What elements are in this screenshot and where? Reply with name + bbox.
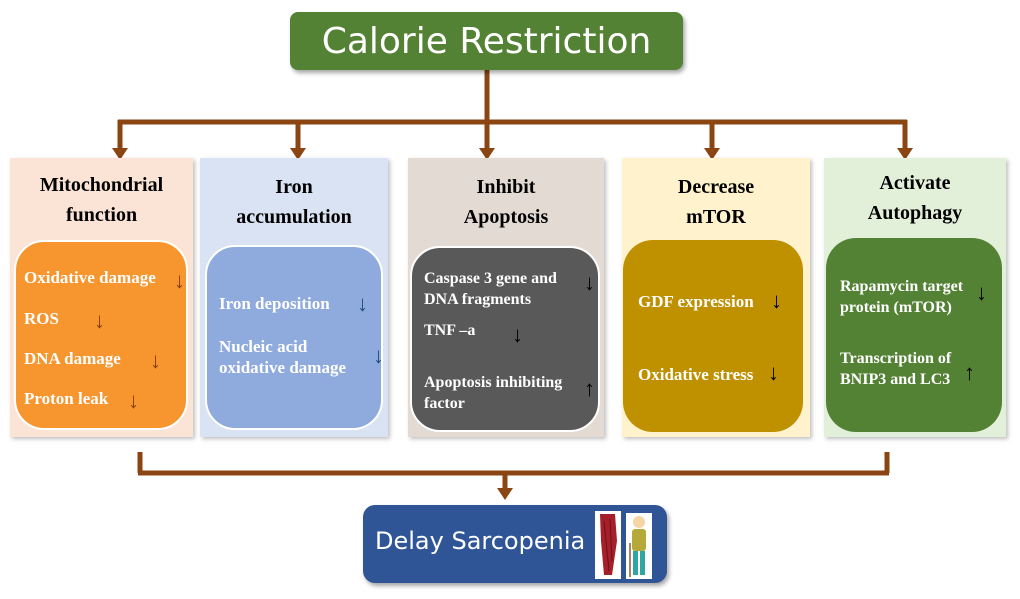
arrow-down-icon: ↓: [771, 288, 782, 313]
list-item: Apoptosis inhibiting factor: [424, 374, 563, 412]
list-item: Rapamycin target protein (mTOR): [840, 278, 964, 316]
column-heading: Decrease mTOR: [677, 176, 755, 228]
outcome-box: Delay Sarcopenia: [363, 505, 667, 583]
list-item: TNF –a: [424, 322, 476, 339]
arrow-down-icon: ↓: [768, 360, 779, 385]
column-heading: Inhibit Apoptosis: [463, 176, 549, 228]
arrow-up-icon: ↑: [584, 376, 595, 401]
list-item: Proton leak: [24, 389, 109, 408]
muscle-illustration-icon: [595, 511, 621, 579]
column-apoptosis: Inhibit Apoptosis Caspase 3 gene and DNA…: [408, 158, 604, 437]
arrow-down-icon: ↓: [128, 388, 139, 413]
list-item: GDF expression: [638, 292, 754, 311]
arrow-down-icon: ↓: [584, 270, 595, 295]
list-item: Nucleic acid oxidative damage: [219, 337, 347, 377]
list-item: Transcription of BNIP3 and LC3: [840, 350, 952, 388]
column-mitochondrial: Mitochondrial function Oxidative damage …: [10, 158, 193, 437]
list-item: Oxidative damage: [24, 268, 156, 287]
arrow-down-icon: ↓: [976, 280, 987, 305]
arrow-down-icon: ↓: [373, 343, 384, 368]
elderly-person-icon: [626, 513, 652, 579]
column-iron: Iron accumulation Iron deposition ↓ Nucl…: [200, 158, 388, 437]
column-heading: Mitochondrial function: [39, 174, 164, 226]
list-item: Iron deposition: [219, 294, 330, 313]
list-item: DNA damage: [24, 349, 121, 368]
arrow-down-icon: ↓: [150, 348, 161, 373]
column-autophagy: Activate Autophagy Rapamycin target prot…: [824, 158, 1006, 437]
arrow-down-icon: ↓: [174, 268, 185, 293]
column-heading: Activate Autophagy: [867, 172, 963, 224]
list-item: Caspase 3 gene and DNA fragments: [424, 270, 557, 308]
arrow-down-icon: ↓: [357, 291, 368, 316]
arrow-down-icon: ↓: [512, 322, 523, 347]
column-heading: Iron accumulation: [236, 176, 352, 228]
list-item: ROS: [24, 309, 59, 328]
arrow-down-icon: ↓: [94, 308, 105, 333]
column-mtor: Decrease mTOR GDF expression ↓ Oxidative…: [622, 158, 810, 437]
list-item: Oxidative stress: [638, 365, 754, 384]
title-box: Calorie Restriction: [290, 12, 683, 70]
outcome-label: Delay Sarcopenia: [375, 527, 586, 555]
arrow-up-icon: ↑: [964, 360, 975, 385]
